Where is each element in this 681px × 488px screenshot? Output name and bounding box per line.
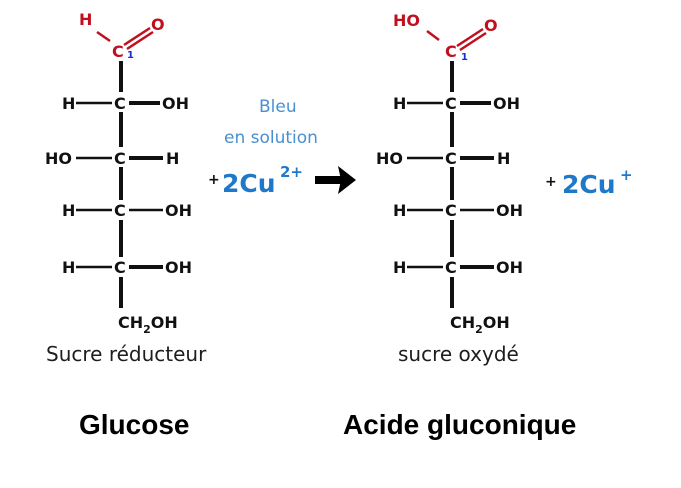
gluconic-acid-caption: sucre oxydé bbox=[398, 342, 519, 366]
reactant-cu: 2Cu bbox=[222, 169, 276, 198]
glucose-row2-c: C bbox=[114, 149, 126, 168]
condition-line1: Bleu bbox=[259, 97, 297, 117]
glucose-row3-left: H bbox=[62, 201, 75, 220]
acid-row4-c: C bbox=[445, 258, 457, 277]
acid-row1-c: C bbox=[445, 94, 457, 113]
acid-ch2-sub: 2 bbox=[475, 323, 483, 336]
acid-row1-left: H bbox=[393, 94, 406, 113]
acid-row4-left: H bbox=[393, 258, 406, 277]
acid-carboxyl-ho: HO bbox=[393, 11, 420, 30]
glucose-aldehyde-h: H bbox=[79, 10, 92, 29]
acid-row2-c: C bbox=[445, 149, 457, 168]
acid-ch: CH bbox=[450, 313, 475, 332]
glucose-ch: CH bbox=[118, 313, 143, 332]
glucose-aldehyde-o: O bbox=[151, 15, 165, 34]
glucose-ch2-sub: 2 bbox=[143, 323, 151, 336]
acid-double-bond-2 bbox=[459, 31, 487, 52]
product-cu: 2Cu bbox=[562, 170, 616, 199]
acid-row2-left: HO bbox=[376, 149, 403, 168]
acid-carboxyl-o: O bbox=[484, 16, 498, 35]
gluconic-acid-structure: HO O C 1 H C OH HO C H H C OH H C OH CH2… bbox=[376, 11, 523, 336]
acid-row3-right: OH bbox=[496, 201, 523, 220]
gluconic-acid-name: Acide gluconique bbox=[343, 409, 576, 440]
glucose-row4-left: H bbox=[62, 258, 75, 277]
glucose-structure: H O C 1 H C OH HO C H H C OH H C bbox=[45, 10, 192, 336]
glucose-row2-left: HO bbox=[45, 149, 72, 168]
glucose-ch2oh: CH2OH bbox=[118, 313, 178, 336]
acid-row2-right: H bbox=[497, 149, 510, 168]
acid-row3-c: C bbox=[445, 201, 457, 220]
product-plus: + bbox=[545, 174, 557, 190]
condition-line2: en solution bbox=[224, 128, 318, 148]
acid-ch2oh: CH2OH bbox=[450, 313, 510, 336]
reaction-arrow-icon bbox=[315, 166, 356, 194]
acid-oh: OH bbox=[483, 313, 510, 332]
glucose-row1-c: C bbox=[114, 94, 126, 113]
glucose-row3-c: C bbox=[114, 201, 126, 220]
glucose-row4-c: C bbox=[114, 258, 126, 277]
glucose-row4-right: OH bbox=[165, 258, 192, 277]
glucose-c1: C bbox=[112, 42, 124, 61]
glucose-c1-number: 1 bbox=[127, 50, 134, 61]
glucose-c1-h-bond bbox=[96, 30, 111, 43]
reactant-charge: 2+ bbox=[280, 163, 303, 181]
glucose-row2-right: H bbox=[166, 149, 179, 168]
acid-double-bond-1 bbox=[456, 27, 484, 48]
glucose-oh: OH bbox=[151, 313, 178, 332]
glucose-row1-left: H bbox=[62, 94, 75, 113]
acid-c1-oh-bond bbox=[426, 30, 440, 41]
acid-row3-left: H bbox=[393, 201, 406, 220]
acid-row4-right: OH bbox=[496, 258, 523, 277]
glucose-double-bond-2 bbox=[126, 30, 154, 51]
glucose-caption: Sucre réducteur bbox=[46, 342, 207, 366]
reactant-plus: + bbox=[208, 172, 220, 188]
glucose-row1-right: OH bbox=[162, 94, 189, 113]
acid-c1-number: 1 bbox=[461, 52, 468, 63]
glucose-name: Glucose bbox=[79, 409, 189, 440]
glucose-row3-right: OH bbox=[165, 201, 192, 220]
acid-row1-right: OH bbox=[493, 94, 520, 113]
acid-c1: C bbox=[445, 42, 457, 61]
product-charge: + bbox=[620, 166, 633, 184]
glucose-double-bond-1 bbox=[123, 26, 151, 47]
